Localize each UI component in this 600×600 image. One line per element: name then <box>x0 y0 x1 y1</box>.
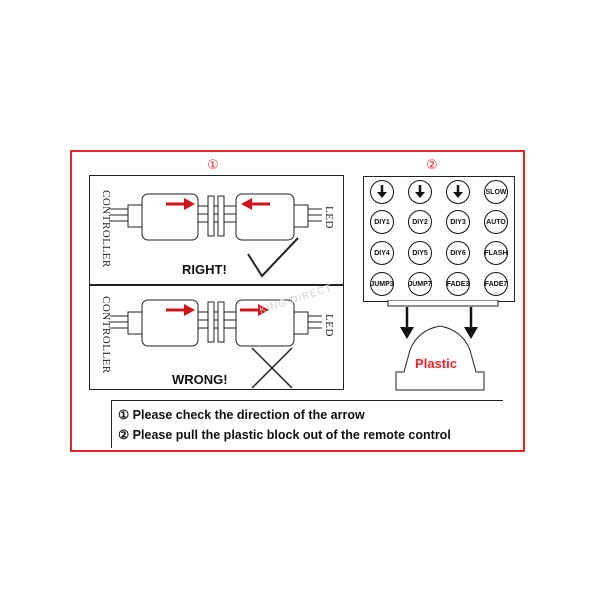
panel-number-1: ① <box>207 158 219 173</box>
check-mark-icon <box>246 236 302 280</box>
remote-key-fade7: FADE7 <box>484 272 508 296</box>
arrow-down-icon <box>464 307 478 339</box>
wrong-connection-box: CONTROLLER LED WRONG! <box>89 285 344 390</box>
instruction-frame <box>70 150 525 452</box>
remote-key-auto: AUTO <box>484 210 508 234</box>
remote-key-jump3: JUMP3 <box>370 272 394 296</box>
remote-key-diy6: DIY6 <box>446 241 470 265</box>
remote-key <box>446 180 470 204</box>
cross-mark-icon <box>250 346 294 390</box>
plastic-block-drawing <box>387 300 499 391</box>
arrow-right-icon <box>166 304 195 316</box>
arrow-down-icon <box>400 307 414 339</box>
wrong-connector-drawing <box>110 299 322 389</box>
remote-key-diy1: DIY1 <box>370 210 394 234</box>
right-connector-drawing <box>110 193 322 278</box>
arrow-down-icon <box>453 185 463 198</box>
instruction-1: ① Please check the direction of the arro… <box>118 408 365 422</box>
arrow-right-icon <box>240 304 269 316</box>
arrow-right-icon <box>166 198 195 210</box>
remote-key-fade3: FADE3 <box>446 272 470 296</box>
remote-keypad: SLOW DIY1 DIY2 DIY3 AUTO DIY4 DIY5 DIY6 … <box>363 176 515 302</box>
arrow-down-icon <box>377 185 387 198</box>
instructions-box: ① Please check the direction of the arro… <box>111 400 503 448</box>
remote-key <box>408 180 432 204</box>
remote-key-diy2: DIY2 <box>408 210 432 234</box>
remote-key-flash: FLASH <box>484 241 508 265</box>
remote-key-slow: SLOW <box>484 180 508 204</box>
remote-key-diy3: DIY3 <box>446 210 470 234</box>
right-connection-box: CONTROLLER LED RIGHT! <box>89 175 344 285</box>
arrow-down-icon <box>415 185 425 198</box>
remote-key-diy4: DIY4 <box>370 241 394 265</box>
instruction-2: ② Please pull the plastic block out of t… <box>118 428 451 442</box>
remote-key <box>370 180 394 204</box>
arrow-left-icon <box>241 198 270 210</box>
plastic-label: Plastic <box>415 356 457 371</box>
remote-key-diy5: DIY5 <box>408 241 432 265</box>
remote-key-jump7: JUMP7 <box>408 272 432 296</box>
right-label: RIGHT! <box>182 262 227 277</box>
panel-number-2: ② <box>426 158 438 173</box>
wrong-label: WRONG! <box>172 372 228 387</box>
